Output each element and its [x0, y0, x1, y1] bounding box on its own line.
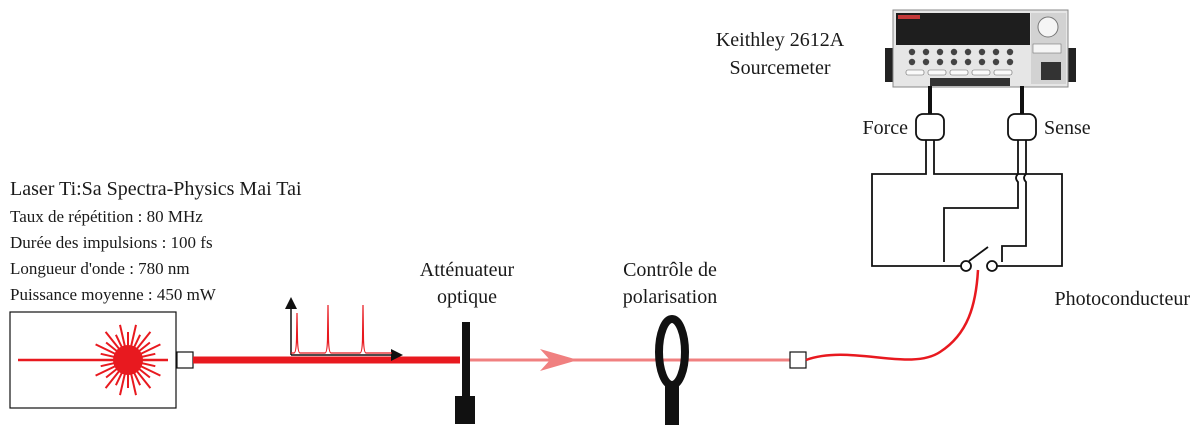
polarization-label-1: Contrôle de — [623, 259, 717, 281]
sourcemeter-label-1: Keithley 2612A — [716, 29, 845, 51]
panel-knob — [992, 48, 1000, 56]
beam-direction-arrow-icon — [540, 349, 578, 371]
keithley-sourcemeter — [885, 9, 1076, 88]
photoconductor-label: Photoconducteur — [1054, 288, 1190, 310]
panel-button — [971, 69, 991, 76]
laser-spec-repetition: Taux de répétition : 80 MHz — [10, 207, 203, 226]
panel-knob — [992, 58, 1000, 66]
panel-knob — [964, 58, 972, 66]
panel-knob — [1006, 58, 1014, 66]
polarization-controller — [655, 315, 689, 425]
optical-attenuator — [455, 322, 475, 424]
sense-label: Sense — [1044, 117, 1091, 139]
panel-knob — [922, 48, 930, 56]
laser-title: Laser Ti:Sa Spectra-Physics Mai Tai — [10, 178, 302, 200]
laser-spec-duration: Durée des impulsions : 100 fs — [10, 233, 213, 252]
laser-spec-wavelength: Longueur d'onde : 780 nm — [10, 259, 190, 278]
laser-output-coupler — [176, 351, 194, 369]
panel-knob — [950, 58, 958, 66]
sense-probe — [1007, 113, 1037, 141]
optical-fiber — [805, 269, 980, 362]
panel-knob — [936, 48, 944, 56]
laser-box — [9, 311, 177, 409]
panel-knob — [978, 58, 986, 66]
fiber-coupler — [789, 351, 807, 369]
attenuator-label-1: Atténuateur — [420, 259, 515, 281]
sourcemeter-label-2: Sourcemeter — [729, 57, 830, 79]
panel-knob — [964, 48, 972, 56]
panel-button — [993, 69, 1013, 76]
panel-knob — [908, 48, 916, 56]
panel-knob — [936, 58, 944, 66]
force-label: Force — [862, 117, 908, 139]
attenuator-label-2: optique — [437, 286, 497, 308]
laser-spec-power: Puissance moyenne : 450 mW — [10, 285, 217, 304]
panel-knob — [922, 58, 930, 66]
photoconductor-switch — [960, 246, 998, 272]
panel-knob — [950, 48, 958, 56]
panel-button — [927, 69, 947, 76]
force-probe — [915, 113, 945, 141]
pulse-waveform — [291, 304, 392, 354]
pulse-train-inset — [285, 297, 403, 361]
panel-knob — [908, 58, 916, 66]
panel-knob — [978, 48, 986, 56]
keithley-front-panel-buttons — [905, 48, 1014, 76]
polarization-label-2: polarisation — [623, 286, 717, 308]
panel-knob — [1006, 48, 1014, 56]
probe-leads — [871, 140, 1063, 267]
panel-button — [905, 69, 925, 76]
panel-button — [949, 69, 969, 76]
